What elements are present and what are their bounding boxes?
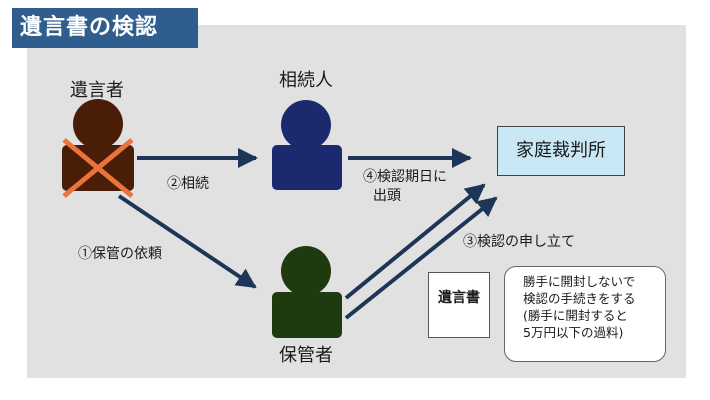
appear-label-line1: ④検認期日に <box>363 169 447 185</box>
keeper-figure <box>272 246 342 338</box>
inherit-label: ②相続 <box>167 176 209 192</box>
note-box: 勝手に開封しないで 検認の手続きをする (勝手に開封すると 5万円以下の過料) <box>504 266 666 362</box>
testator-figure <box>62 99 134 198</box>
petition-label: ③検認の申し立て <box>463 234 575 250</box>
will-document: 遺言書 <box>428 272 490 338</box>
heir-label: 相続人 <box>279 70 333 91</box>
note-line: (勝手に開封すると <box>523 308 628 323</box>
request-arrow <box>117 194 257 289</box>
note-line: 勝手に開封しないで <box>523 274 636 289</box>
petition-arrow-2 <box>344 196 498 320</box>
appear-label-line2: 出頭 <box>373 188 401 204</box>
note-line: 5万円以下の過料) <box>523 325 624 340</box>
page-title: 遺言書の検認 <box>12 8 198 48</box>
keeper-label: 保管者 <box>279 345 333 366</box>
heir-figure <box>272 100 342 190</box>
family-court-box: 家庭裁判所 <box>497 126 625 176</box>
petition-arrow-1 <box>344 183 486 300</box>
testator-label: 遺言者 <box>70 80 124 101</box>
note-line: 検認の手続きをする <box>523 291 636 306</box>
request-label: ①保管の依頼 <box>78 246 162 262</box>
